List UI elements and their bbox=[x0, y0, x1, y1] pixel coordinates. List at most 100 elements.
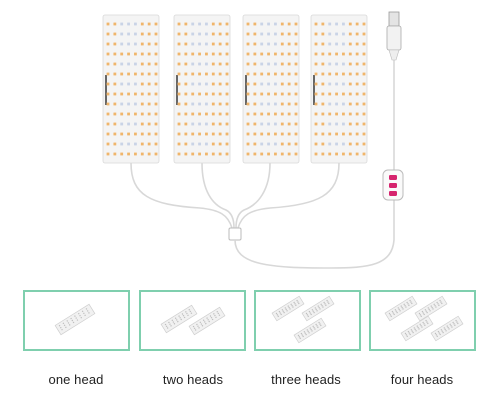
mini-panel bbox=[384, 295, 418, 322]
mini-led bbox=[406, 335, 409, 338]
led-dot bbox=[191, 72, 195, 76]
mini-led bbox=[173, 322, 176, 325]
led-dot bbox=[184, 132, 188, 136]
led-dot bbox=[355, 32, 359, 36]
led-dot bbox=[177, 92, 181, 96]
led-dot bbox=[154, 132, 158, 136]
mini-panel-board bbox=[301, 295, 335, 322]
led-dot bbox=[335, 132, 338, 136]
led-dot bbox=[218, 152, 222, 156]
led-dot bbox=[191, 132, 195, 136]
mini-led bbox=[314, 328, 316, 330]
led-dot bbox=[253, 132, 257, 136]
led-dot bbox=[154, 82, 158, 86]
led-dot bbox=[127, 22, 130, 26]
option-two-heads[interactable] bbox=[139, 290, 246, 351]
splitter-connector bbox=[228, 227, 242, 241]
led-dot bbox=[328, 92, 332, 96]
led-dot bbox=[205, 42, 208, 46]
mini-led bbox=[424, 308, 427, 311]
mini-panel bbox=[400, 315, 434, 342]
led-dot bbox=[348, 132, 352, 136]
mini-led bbox=[412, 331, 414, 334]
mini-led bbox=[300, 332, 303, 335]
led-dot bbox=[225, 62, 229, 66]
led-dot bbox=[134, 142, 137, 146]
mini-panel-board bbox=[188, 306, 226, 336]
led-dot bbox=[342, 52, 345, 56]
led-dot bbox=[348, 52, 352, 56]
led-dot bbox=[191, 122, 195, 126]
option-four-heads[interactable] bbox=[369, 290, 476, 351]
usb-housing bbox=[386, 25, 402, 51]
mini-led bbox=[180, 318, 183, 321]
led-dot bbox=[287, 132, 291, 136]
led-dot bbox=[120, 32, 124, 36]
led-dot bbox=[211, 142, 215, 146]
mini-led bbox=[286, 309, 288, 312]
mini-led bbox=[408, 304, 410, 307]
option-one-head[interactable] bbox=[23, 290, 130, 351]
inline-controller bbox=[382, 169, 404, 201]
controller-button bbox=[389, 191, 397, 196]
led-dot bbox=[225, 32, 229, 36]
led-dot bbox=[287, 142, 291, 146]
mini-led bbox=[444, 328, 447, 331]
led-dot bbox=[154, 22, 158, 26]
led-dot bbox=[362, 32, 366, 36]
led-dot bbox=[328, 142, 332, 146]
mini-led bbox=[413, 327, 416, 329]
mini-led bbox=[318, 321, 320, 324]
led-dot bbox=[348, 102, 352, 106]
controller-button bbox=[389, 183, 397, 188]
mini-led bbox=[422, 321, 424, 324]
led-dot bbox=[267, 42, 270, 46]
led-dot bbox=[106, 22, 110, 26]
mini-led bbox=[61, 328, 63, 331]
mini-led bbox=[422, 312, 425, 314]
led-dot bbox=[154, 92, 158, 96]
led-dot bbox=[355, 112, 359, 116]
mini-led bbox=[322, 306, 324, 308]
mini-led bbox=[213, 313, 215, 315]
led-dot bbox=[113, 122, 117, 126]
led-dot bbox=[218, 112, 222, 116]
led-dot bbox=[120, 72, 124, 76]
led-dot bbox=[294, 132, 298, 136]
led-dot bbox=[335, 62, 338, 66]
led-dot bbox=[246, 92, 250, 96]
mini-led bbox=[404, 304, 406, 307]
led-dot bbox=[335, 32, 338, 36]
option-three-heads[interactable] bbox=[254, 290, 361, 351]
led-dot bbox=[294, 142, 298, 146]
mini-led bbox=[79, 314, 81, 317]
mini-led bbox=[301, 334, 304, 336]
led-dot bbox=[140, 52, 144, 56]
option-label-four-heads: four heads bbox=[390, 372, 454, 387]
led-dot bbox=[177, 122, 181, 126]
mini-panel-board bbox=[54, 303, 96, 336]
led-dot bbox=[348, 152, 352, 156]
mini-led bbox=[306, 314, 309, 316]
mini-led bbox=[77, 312, 80, 315]
mini-led bbox=[193, 327, 196, 330]
led-dot bbox=[205, 112, 208, 116]
led-dot bbox=[274, 132, 277, 136]
led-dot bbox=[314, 92, 318, 96]
led-dot bbox=[260, 112, 264, 116]
led-dot bbox=[348, 22, 352, 26]
mini-led bbox=[278, 310, 281, 313]
led-dot bbox=[140, 72, 144, 76]
led-dot bbox=[113, 142, 117, 146]
led-dot bbox=[154, 122, 158, 126]
led-dot bbox=[328, 102, 332, 106]
led-dot bbox=[120, 82, 124, 86]
led-dot bbox=[225, 102, 229, 106]
mini-led bbox=[318, 306, 320, 309]
led-dot bbox=[127, 82, 130, 86]
mini-led bbox=[399, 309, 401, 312]
led-dot bbox=[280, 102, 284, 106]
led-dot bbox=[147, 82, 151, 86]
led-dot bbox=[127, 42, 130, 46]
led-dot bbox=[140, 62, 144, 66]
